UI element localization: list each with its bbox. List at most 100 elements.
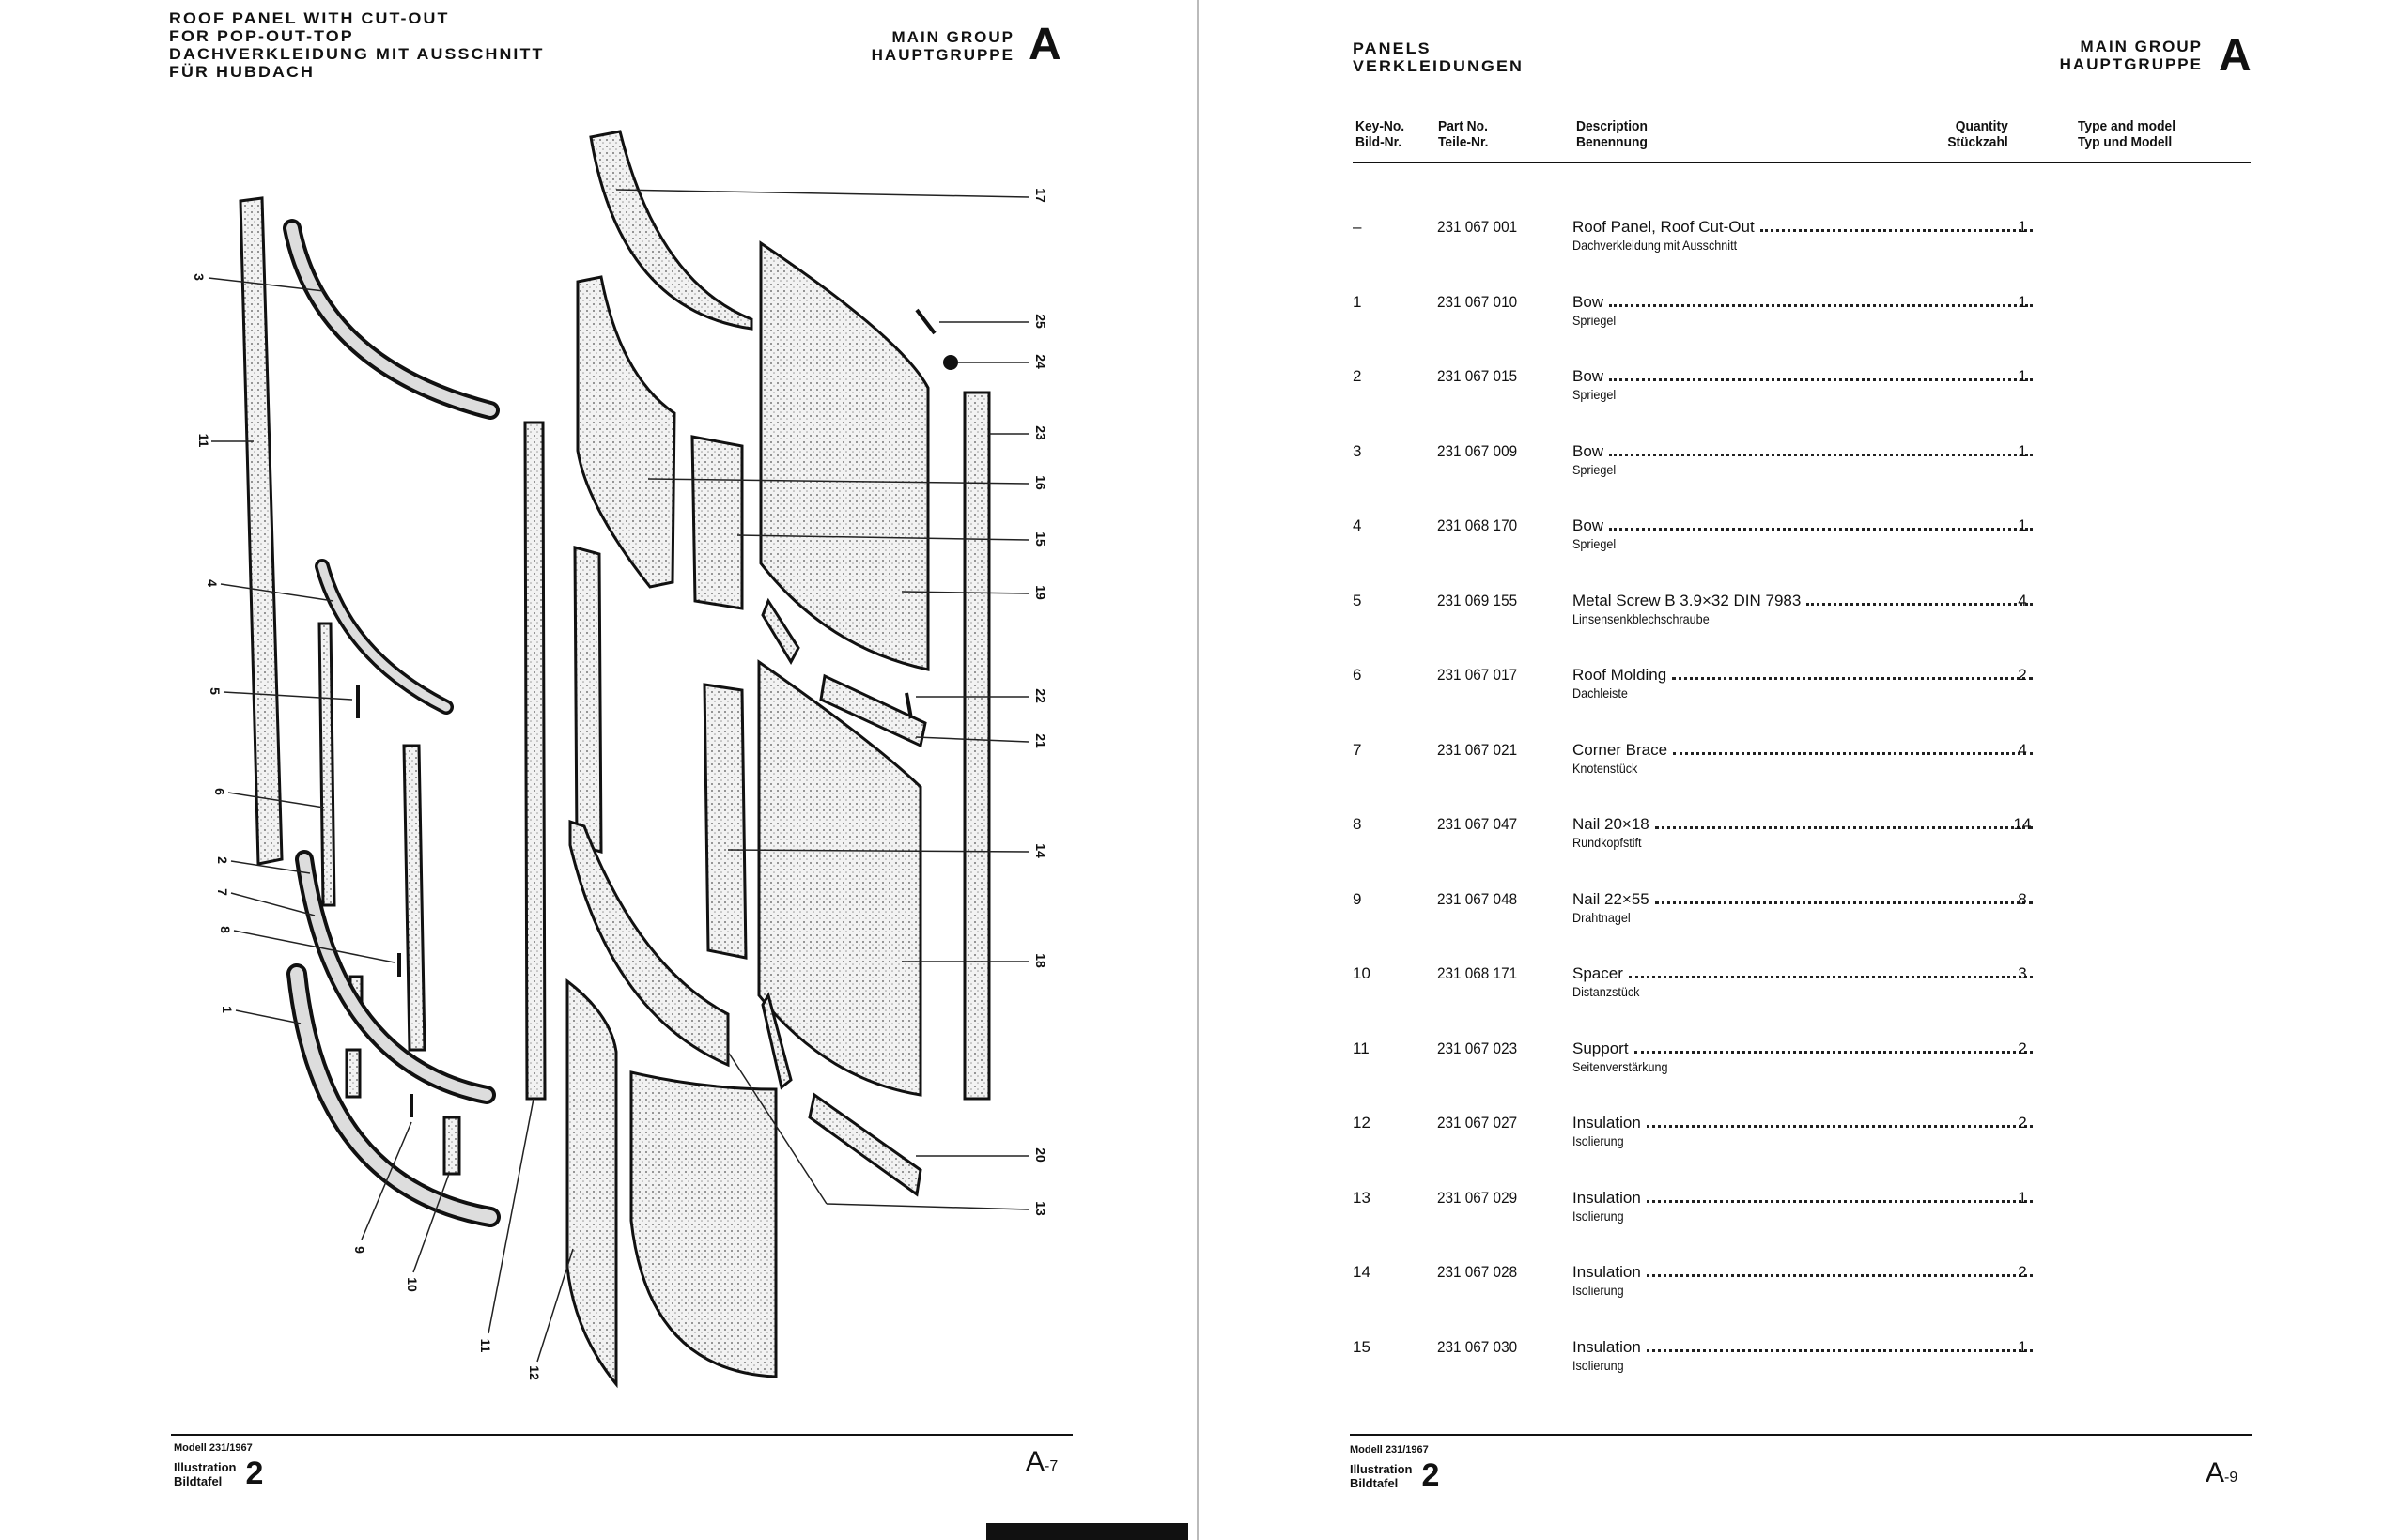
description: Nail 20×18 [1572,815,2033,834]
description: Bow [1572,293,2033,312]
description: Bow [1572,367,2033,386]
page-letter: A [2206,1457,2225,1488]
description-en: Corner Brace [1572,740,1668,759]
callout-label: 13 [1033,1201,1048,1216]
callout-label: 1 [220,1006,235,1013]
description-de: Distanzstück [1572,984,1640,999]
description: Bow [1572,516,2033,535]
bracket-small [761,597,800,666]
main-group-de: HAUPTGRUPPE [871,46,1014,64]
right-page-title: PANELS VERKLEIDUNGEN [1353,39,1524,75]
description-de: Spriegel [1572,387,1617,402]
description-de: Dachverkleidung mit Ausschnitt [1572,238,1738,253]
dot-leader [1628,975,2033,978]
panel-small [573,546,603,854]
group-letter: A [1029,20,1061,69]
callout-label: 22 [1033,688,1048,703]
part-number: 231 067 015 [1437,367,1518,385]
description: Support [1572,1040,2033,1058]
quantity: 1 [2018,218,2027,236]
key-number: 5 [1353,591,1362,609]
description: Roof Panel, Roof Cut-Out [1572,218,2033,237]
key-number: 4 [1353,516,1362,534]
description-en: Insulation [1572,1188,1641,1207]
callout-label: 2 [215,856,230,864]
panel-12 [565,978,618,1389]
key-number: 13 [1353,1188,1370,1207]
left-page-title: ROOF PANEL WITH CUT-OUT FOR POP-OUT-TOP … [169,9,545,81]
description-en: Insulation [1572,1263,1641,1281]
dot-leader [1654,901,2033,904]
molding-strip [317,622,336,907]
quantity: 1 [2018,1337,2027,1356]
molding-strip [402,744,426,1052]
illustration-number: 2 [245,1455,264,1491]
page-number: A-7 [1026,1446,1058,1478]
description: Nail 22×55 [1572,890,2033,909]
description-de: Drahtnagel [1572,909,1631,925]
key-number: – [1353,218,1362,236]
callout-label: 11 [196,433,211,448]
key-number: 15 [1353,1337,1370,1356]
part-number: 231 068 171 [1437,964,1518,982]
title-line: VERKLEIDUNGEN [1353,57,1525,75]
key-number: 8 [1353,815,1362,833]
panel-17 [589,130,753,331]
part-number: 231 067 030 [1437,1337,1518,1356]
part-number: 231 067 021 [1437,740,1518,759]
callout-label: 18 [1033,953,1048,968]
main-group-de: HAUPTGRUPPE [2059,55,2203,73]
scan-edge-shadow [986,1523,1188,1540]
description-en: Bow [1572,441,1604,460]
bow-4 [315,559,454,715]
callout-label: 23 [1033,425,1048,440]
illustration-label: Illustration [174,1459,237,1474]
description-en: Nail 22×55 [1572,889,1649,908]
part-number: 231 067 001 [1437,218,1518,236]
description-de: Rundkopfstift [1572,835,1642,850]
panel-19 [759,240,930,671]
part-number: 231 067 027 [1437,1114,1518,1132]
dot-leader [1654,825,2033,829]
callout-label: 19 [1033,585,1048,600]
quantity: 14 [2013,815,2032,833]
quantity: 1 [2018,292,2027,311]
part-number: 231 067 047 [1437,815,1518,833]
key-number: 9 [1353,889,1362,908]
title-line: PANELS [1353,39,1432,57]
page-num: -9 [2224,1470,2238,1486]
callout-label: 4 [205,579,220,587]
key-number: 11 [1353,1039,1370,1057]
part-number: 231 067 010 [1437,292,1518,311]
description-en: Bow [1572,292,1604,311]
dot-leader [1609,453,2033,456]
dot-leader [1609,377,2033,381]
title-line: FÜR HUBDACH [169,63,315,81]
screw-25 [915,308,937,335]
description-en: Bow [1572,516,1604,534]
description: Spacer [1572,964,2033,983]
description: Corner Brace [1572,741,2033,760]
quantity: 1 [2018,367,2027,385]
description-de: Linsensenkblechschraube [1572,610,1710,626]
dot-leader [1646,1348,2033,1352]
quantity: 2 [2018,1263,2027,1281]
description-en: Roof Molding [1572,666,1667,684]
title-line: DACHVERKLEIDUNG MIT AUSSCHNITT [169,45,545,63]
bildtafel-label: Bildtafel [1350,1475,1399,1490]
group-letter: A [2219,31,2252,81]
quantity: 3 [2018,964,2027,982]
key-number: 7 [1353,740,1362,759]
description-en: Nail 20×18 [1572,815,1649,833]
panel-18 [757,659,922,1097]
